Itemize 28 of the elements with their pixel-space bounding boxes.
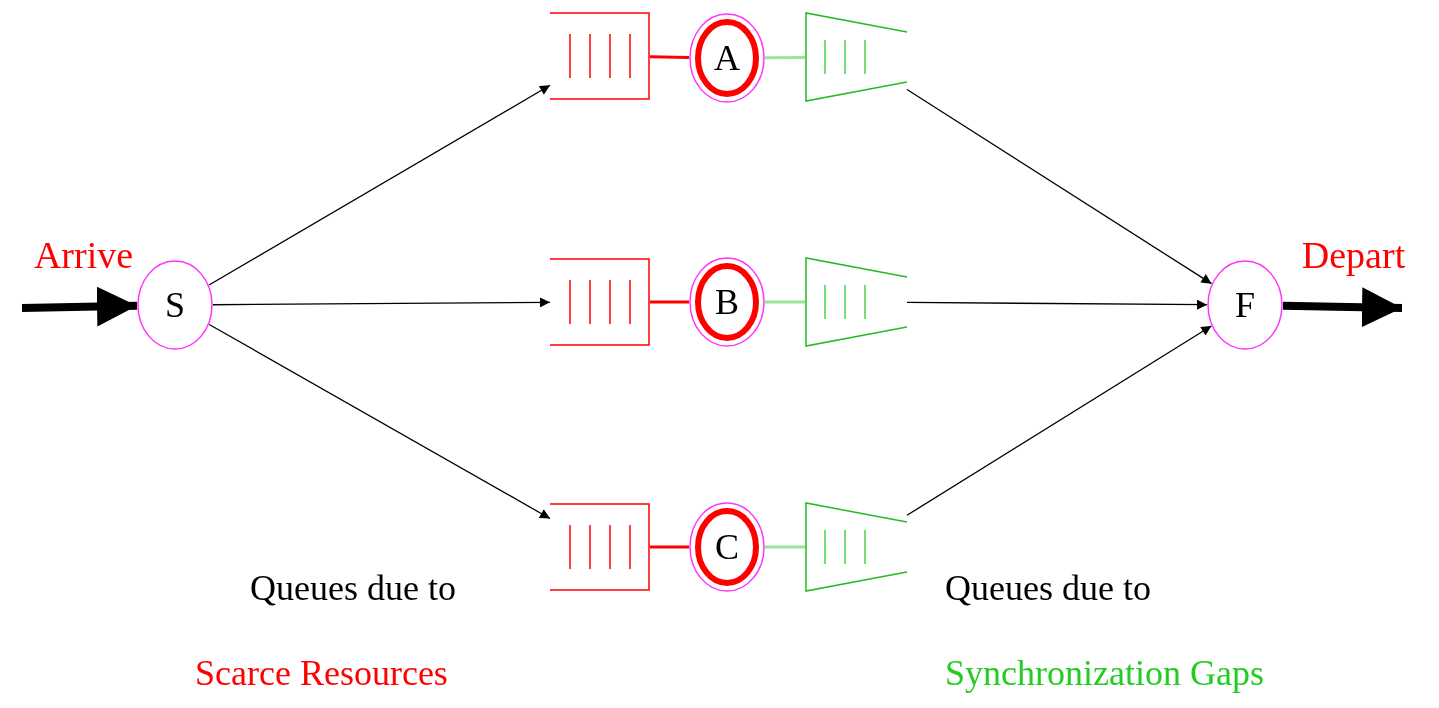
caption-text: Scarce Resources <box>195 655 448 691</box>
circle-node <box>689 257 765 347</box>
trapezoid-queue <box>805 257 907 347</box>
arrow <box>906 299 1208 310</box>
queue-box <box>550 12 650 100</box>
node-label: A <box>714 40 740 76</box>
trapezoid-queue <box>805 502 907 592</box>
circle-node <box>689 502 765 592</box>
caption-text: Queues due to <box>945 570 1151 606</box>
arrow <box>208 84 551 286</box>
caption-text: Synchronization Gaps <box>945 655 1264 691</box>
circle-node <box>689 13 765 103</box>
arrow <box>906 325 1212 516</box>
queue-box <box>550 503 650 591</box>
arrow <box>1282 287 1403 328</box>
node-label: C <box>715 529 739 565</box>
circle-node <box>137 260 213 350</box>
arrow <box>906 88 1213 285</box>
caption-text: Queues due to <box>250 570 456 606</box>
node-label: S <box>165 287 185 323</box>
node-label: F <box>1235 287 1255 323</box>
arrow <box>212 297 551 308</box>
trapezoid-queue <box>805 12 907 102</box>
arrow <box>21 286 138 327</box>
circle-node <box>1207 260 1283 350</box>
arrow <box>208 323 551 520</box>
queue-box <box>550 258 650 346</box>
node-label: B <box>715 284 739 320</box>
